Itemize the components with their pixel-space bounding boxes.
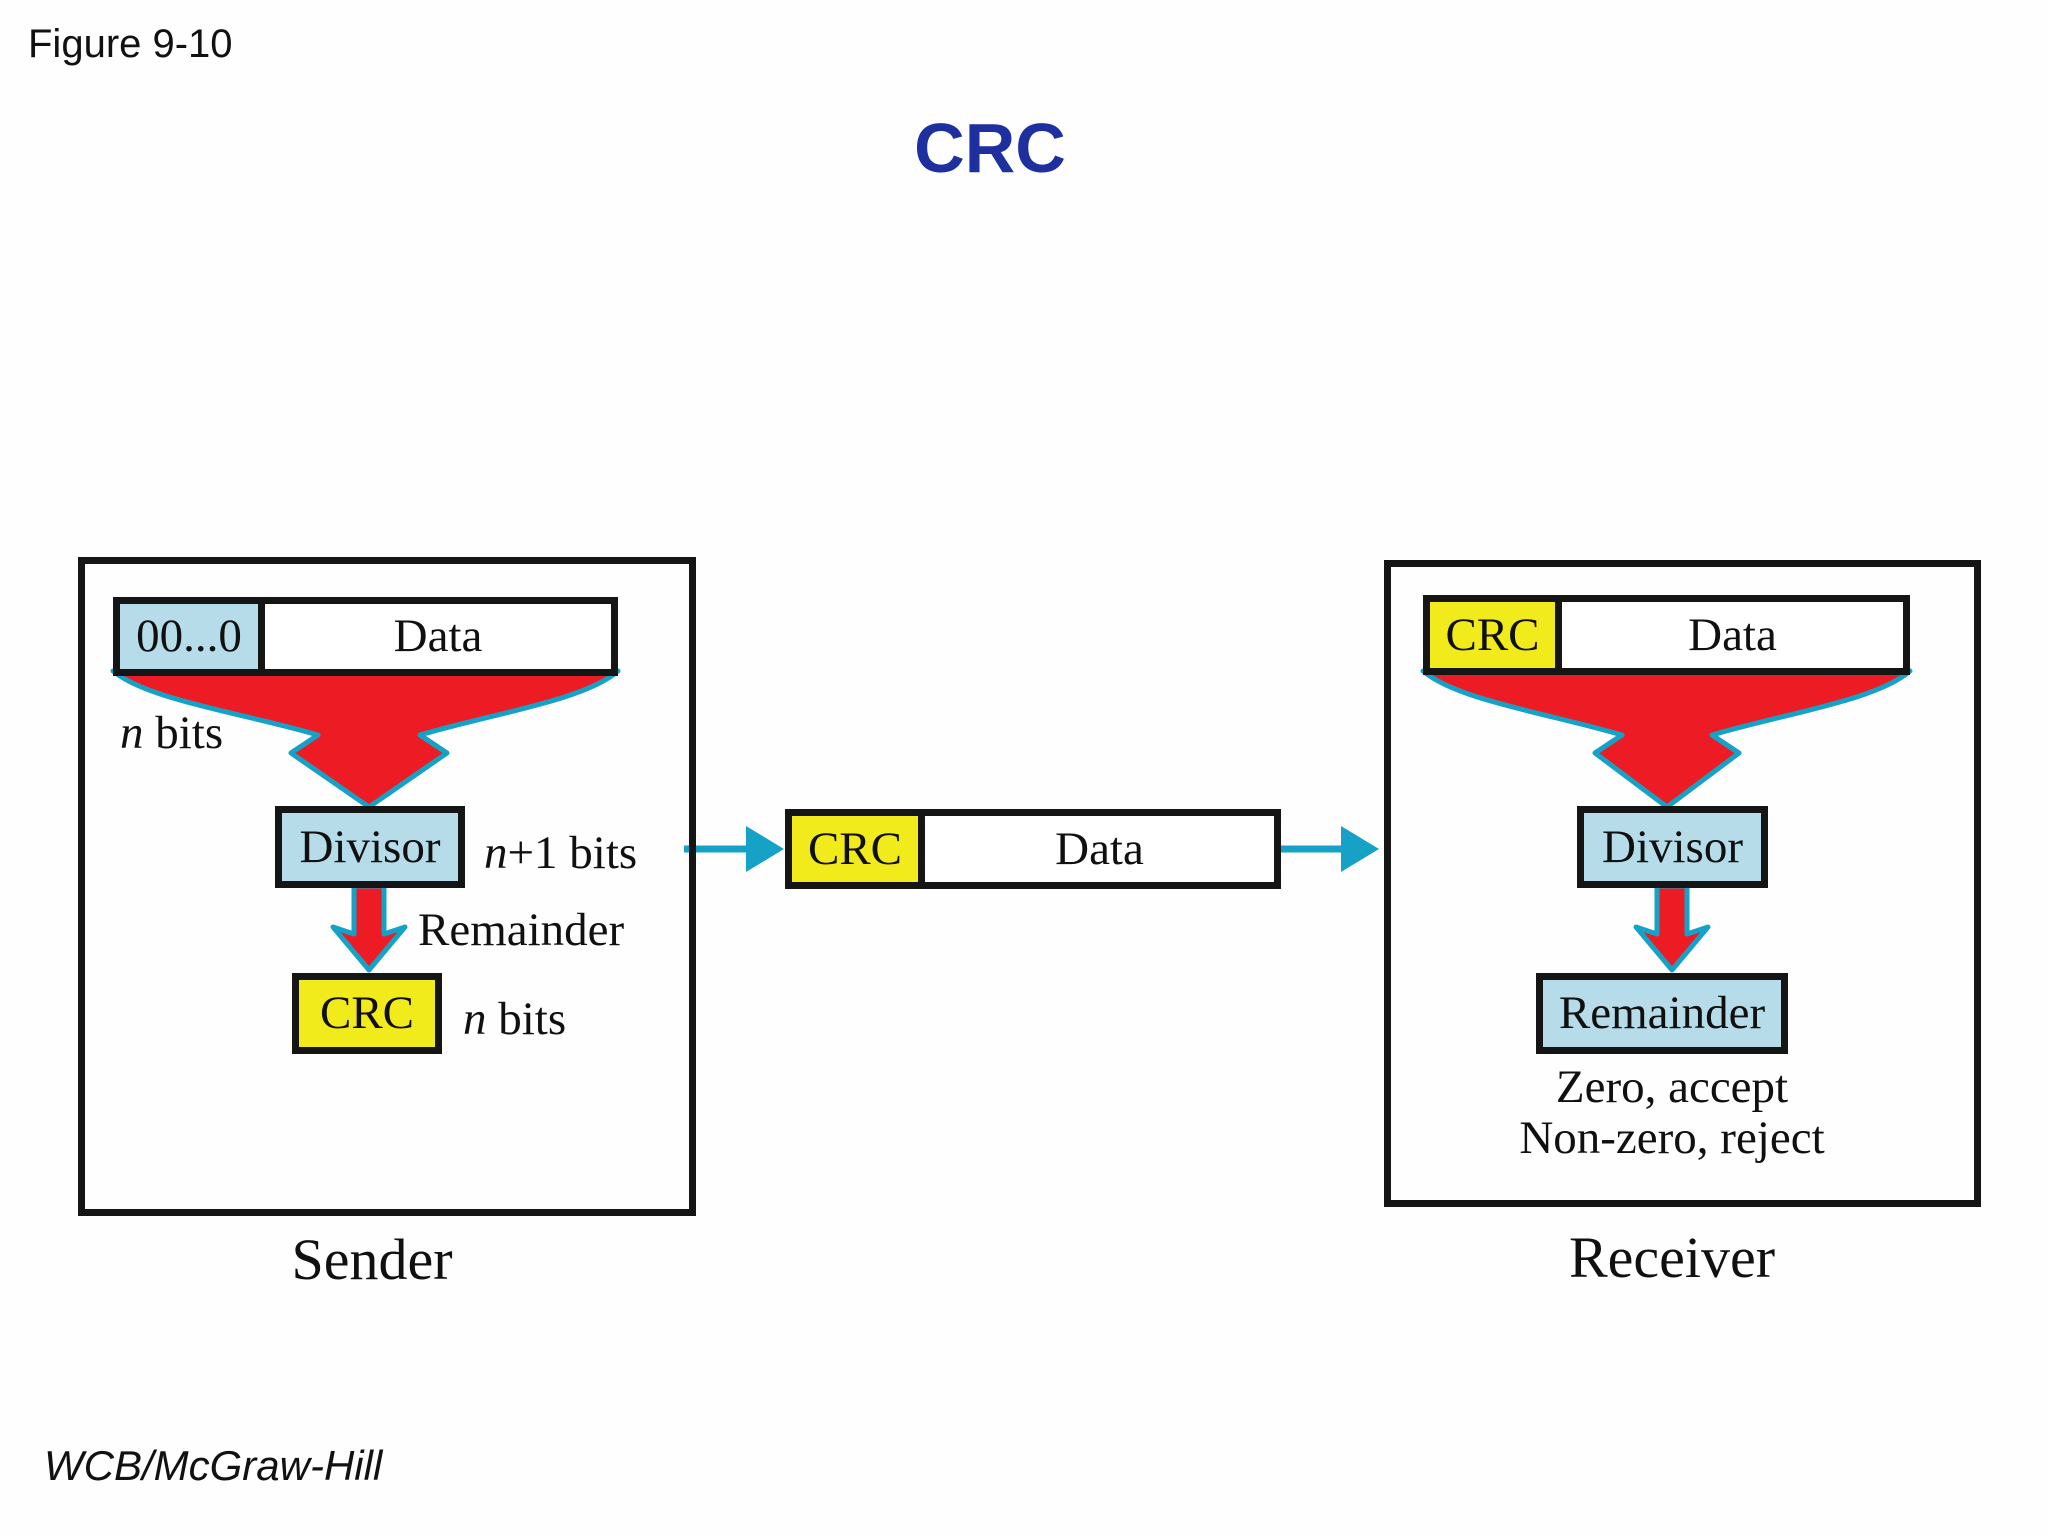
receiver-divisor-label: Divisor [1602, 820, 1743, 873]
sender-register-row: 00...0 Data [113, 597, 618, 676]
receiver-caption: Receiver [1568, 1225, 1776, 1290]
n-variable: n [463, 993, 487, 1045]
n-variable: n [484, 827, 508, 879]
receiver-box [1384, 560, 1981, 1207]
receiver-data-label: Data [1688, 608, 1777, 661]
receiver-non-zero-reject-label: Non-zero, reject [1519, 1112, 1825, 1164]
page-title: CRC [914, 109, 1066, 187]
sender-box [78, 557, 696, 1216]
receiver-divisor-box: Divisor [1577, 806, 1768, 888]
sender-crc-box: CRC [292, 973, 442, 1054]
receiver-crc-box: CRC [1423, 595, 1562, 675]
sender-data-label: Data [393, 610, 483, 662]
sender-divisor-box: Divisor [275, 806, 465, 888]
credit-label: WCB/McGraw-Hill [44, 1442, 383, 1489]
sender-divisor-label: Divisor [299, 820, 441, 873]
channel-data-box: Data [918, 809, 1281, 889]
sender-crc-label: CRC [319, 987, 415, 1039]
channel-data-label: Data [1055, 822, 1144, 875]
sender-to-frame-arrowhead-icon [746, 826, 784, 872]
sender-n-bits-label: n bits [120, 707, 224, 760]
n-bits-text: bits [486, 993, 567, 1045]
receiver-data-box: Data [1555, 595, 1910, 675]
sender-n-plus-1-bits-label: n+1 bits [484, 827, 638, 880]
receiver-remainder-box: Remainder [1536, 973, 1788, 1054]
sender-caption: Sender [291, 1227, 453, 1292]
channel-frame-row: CRC Data [785, 809, 1281, 889]
channel-crc-box: CRC [785, 809, 925, 889]
receiver-zero-accept-label: Zero, accept [1555, 1061, 1789, 1113]
sender-zeros-box: 00...0 [113, 597, 265, 676]
sender-data-box: Data [258, 597, 618, 676]
n-bits-text: bits [143, 707, 224, 759]
n-variable: n [120, 707, 144, 759]
n-plus-1-text: +1 bits [507, 827, 638, 879]
receiver-remainder-label: Remainder [1558, 987, 1766, 1039]
frame-to-receiver-arrowhead-icon [1341, 826, 1379, 872]
figure-label: Figure 9-10 [28, 22, 233, 66]
sender-remainder-label: Remainder [418, 904, 625, 956]
receiver-register-row: CRC Data [1423, 595, 1910, 675]
channel-crc-label: CRC [807, 822, 903, 875]
sender-crc-n-bits-label: n bits [463, 993, 567, 1046]
receiver-crc-label: CRC [1445, 608, 1540, 661]
sender-zeros-label: 00...0 [136, 610, 242, 662]
